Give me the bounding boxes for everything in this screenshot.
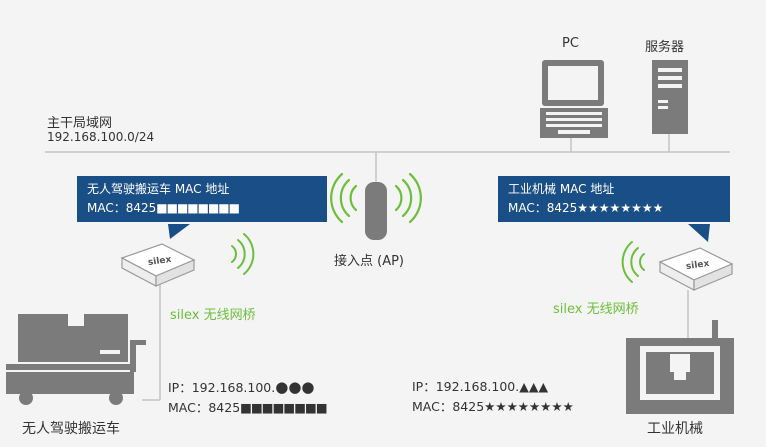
machine-mac-callout: 工业机械 MAC 地址 MAC：8425★★★★★★★★ <box>498 176 730 222</box>
right-bridge-label: silex 无线网桥 <box>553 302 639 317</box>
agv-info: IP：192.168.100.●●● MAC：8425■■■■■■■■ <box>168 377 328 418</box>
agv-mac-callout: 无人驾驶搬运车 MAC 地址 MAC：8425■■■■■■■■ <box>77 176 327 222</box>
machine-mac-mask: ★★★★★★★★ <box>484 399 574 414</box>
lan-title: 主干局域网 <box>47 116 113 131</box>
agv-mac-mask: ■■■■■■■■ <box>240 400 327 415</box>
pc-icon <box>540 60 608 138</box>
agv-callout-pointer <box>168 224 190 239</box>
machine-ip-prefix: IP：192.168.100. <box>412 379 520 394</box>
lan-subnet: 192.168.100.0/24 <box>47 130 155 144</box>
right-bridge-brand: silex <box>685 259 710 272</box>
machine-label: 工业机械 <box>647 421 703 437</box>
agv-callout-title: 无人驾驶搬运车 MAC 地址 <box>87 182 230 196</box>
machine-callout-pointer <box>688 224 710 242</box>
right-bridge-wifi-icon <box>621 241 645 283</box>
machine-callout-mac-prefix: MAC：8425 <box>508 201 578 215</box>
left-bridge-brand: silex <box>147 255 172 268</box>
ap-wifi-right-icon <box>394 172 422 224</box>
ap-label: 接入点 (AP) <box>334 254 405 269</box>
server-icon <box>652 60 688 134</box>
left-bridge-label: silex 无线网桥 <box>170 308 256 323</box>
server-label: 服务器 <box>645 40 685 55</box>
left-bridge-device-icon: silex <box>120 243 196 287</box>
agv-ip-prefix: IP：192.168.100. <box>168 380 276 395</box>
machine-callout-mac-mask: ★★★★★★★★ <box>577 201 664 215</box>
agv-label: 无人驾驶搬运车 <box>22 421 120 437</box>
machine-callout-title: 工业机械 MAC 地址 <box>508 182 615 196</box>
agv-mac-prefix: MAC：8425 <box>168 400 241 415</box>
agv-callout-mac-prefix: MAC：8425 <box>87 201 157 215</box>
machine-mac-prefix: MAC：8425 <box>412 399 485 414</box>
agv-ip-mask: ●●● <box>275 378 315 396</box>
left-bridge-wifi-icon <box>231 233 255 275</box>
agv-callout-mac-mask: ■■■■■■■■ <box>156 201 240 215</box>
machine-info: IP：192.168.100.▲▲▲ MAC：8425★★★★★★★★ <box>412 377 574 417</box>
ap-wifi-left-icon <box>330 172 358 224</box>
right-bridge-device-icon: silex <box>658 247 734 291</box>
machine-ip-mask: ▲▲▲ <box>519 379 549 394</box>
industrial-machine-icon <box>626 320 734 414</box>
access-point-icon <box>330 172 422 240</box>
agv-icon <box>6 314 146 405</box>
pc-label: PC <box>562 36 579 51</box>
